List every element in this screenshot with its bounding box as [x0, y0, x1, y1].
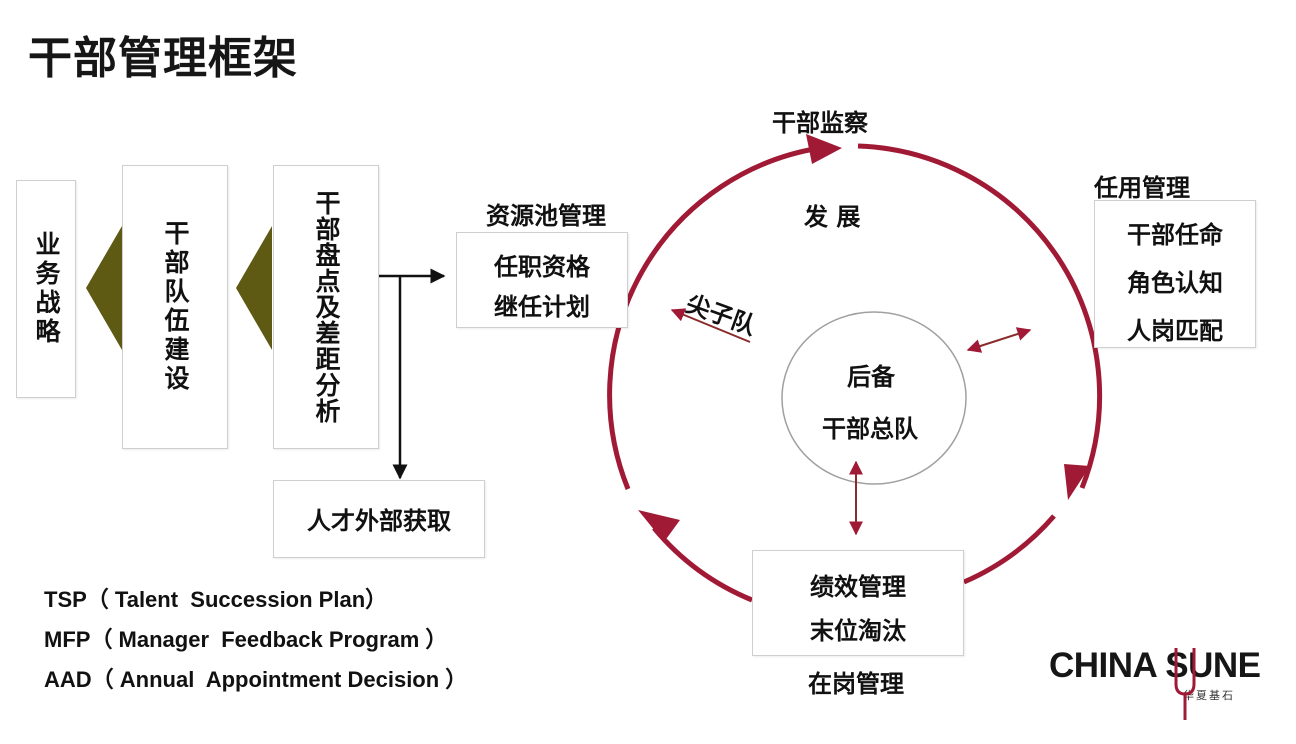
logo-mark [1174, 648, 1196, 720]
appointment-box: 干部任命 角色认知 人岗匹配 [1094, 200, 1256, 348]
core-line-2: 干部总队 [822, 415, 918, 443]
flow-arrow-1 [86, 226, 122, 350]
appointment-title: 任用管理 [1094, 174, 1190, 202]
cycle-arc-top-left [607, 145, 821, 490]
core-line-1: 后备 [847, 363, 895, 391]
logo-text: CHINA SUNE [1049, 646, 1261, 685]
cycle-arc-bottom-right [963, 514, 1056, 585]
on-job-box: 绩效管理 末位淘汰 [752, 550, 964, 656]
logo-subtext: 华夏基石 [1183, 689, 1235, 702]
page-title: 干部管理框架 [28, 33, 298, 84]
strategy-label: 业务战略 [32, 231, 61, 347]
core-circle [781, 311, 967, 485]
cycle-arc-top-right [857, 143, 1103, 489]
development-label: 发 展 [804, 203, 861, 231]
on-job-line-1: 绩效管理 [810, 573, 906, 601]
team-building-box: 干部队伍建设 [122, 165, 228, 449]
cycle-arrowhead-top [806, 134, 842, 164]
pool-title: 资源池管理 [486, 202, 606, 230]
abbr-tsp: TSP（ Talent Succession Plan） [44, 587, 388, 612]
review-label: 干部盘点及差距分析 [312, 190, 341, 424]
cycle-arrowhead-right [1064, 464, 1090, 500]
external-talent-label: 人才外部获取 [307, 507, 451, 535]
abbr-mfp: MFP（ Manager Feedback Program ） [44, 627, 448, 652]
pool-line-2: 继任计划 [494, 293, 590, 321]
on-job-line-2: 末位淘汰 [810, 617, 906, 645]
pool-line-1: 任职资格 [494, 253, 590, 281]
arrow-core-appointment [966, 327, 1032, 353]
abbr-aad: AAD（ Annual Appointment Decision ） [44, 667, 468, 692]
strategy-box: 业务战略 [16, 180, 76, 398]
cycle-arrowhead-left [638, 510, 680, 542]
external-talent-box: 人才外部获取 [273, 480, 485, 558]
appointment-line-3: 人岗匹配 [1127, 317, 1223, 345]
appointment-line-2: 角色认知 [1127, 269, 1223, 297]
team-building-label: 干部队伍建设 [161, 220, 190, 394]
pool-box: 任职资格 继任计划 [456, 232, 628, 328]
arrow-elite [670, 308, 751, 343]
on-job-title: 在岗管理 [808, 670, 904, 698]
appointment-line-1: 干部任命 [1127, 221, 1223, 249]
supervision-label: 干部监察 [772, 109, 868, 137]
flow-arrow-2 [236, 226, 272, 350]
cycle-arc-bottom-left [652, 526, 753, 603]
review-box: 干部盘点及差距分析 [273, 165, 379, 449]
